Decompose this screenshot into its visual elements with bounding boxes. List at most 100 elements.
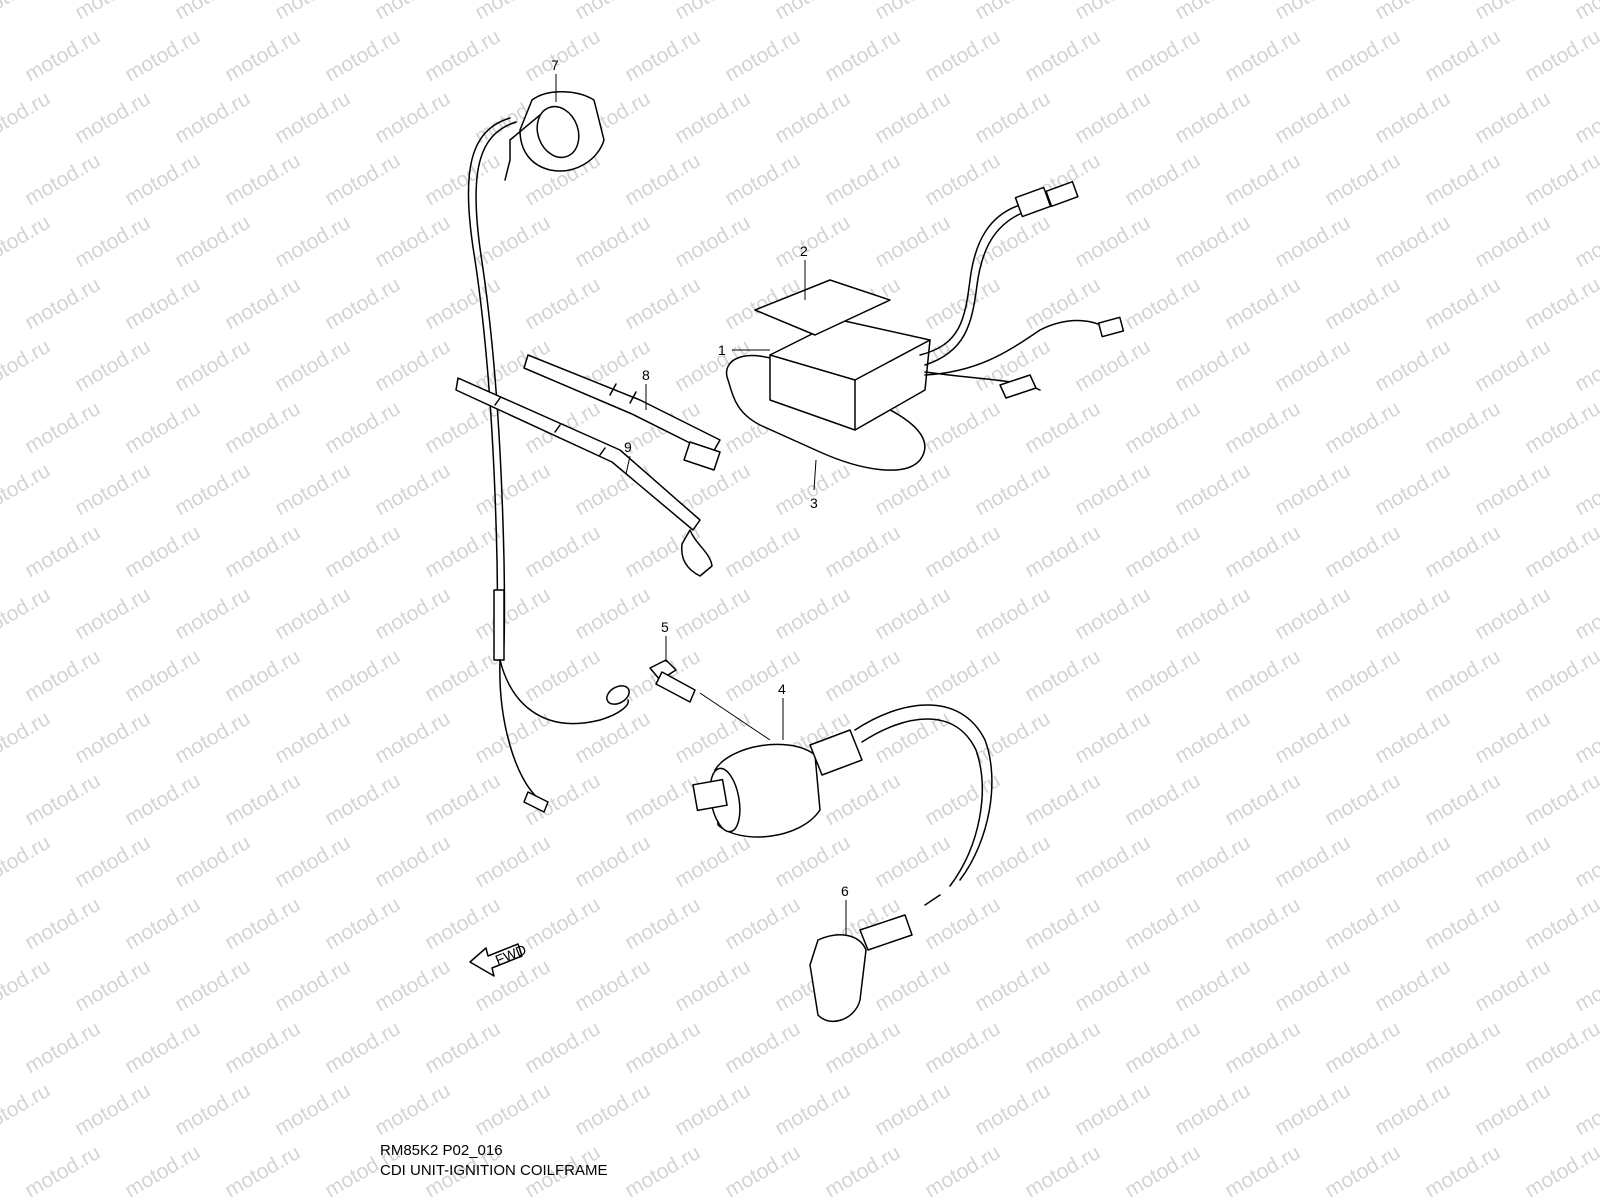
watermark-text: motod.ru	[21, 1017, 104, 1078]
watermark-text: motod.ru	[0, 87, 54, 148]
watermark-text: motod.ru	[121, 893, 204, 954]
part-7-wire-harness	[467, 91, 630, 813]
watermark-text: motod.ru	[1021, 25, 1104, 86]
watermark-text: motod.ru	[0, 707, 54, 768]
watermark-text: motod.ru	[921, 645, 1004, 706]
watermark-text: motod.ru	[1371, 211, 1454, 272]
watermark-text: motod.ru	[371, 87, 454, 148]
watermark-text: motod.ru	[621, 149, 704, 210]
watermark-text: motod.ru	[171, 0, 254, 24]
watermark-text: motod.ru	[1521, 1017, 1600, 1078]
watermark-text: motod.ru	[221, 25, 304, 86]
watermark-text: motod.ru	[1471, 0, 1554, 24]
watermark-text: motod.ru	[971, 831, 1054, 892]
watermark-text: motod.ru	[1071, 583, 1154, 644]
watermark-text: motod.ru	[1071, 707, 1154, 768]
watermark-text: motod.ru	[1421, 25, 1504, 86]
watermark-text: motod.ru	[1121, 397, 1204, 458]
watermark-text: motod.ru	[821, 1141, 904, 1200]
callout-1: 1	[718, 342, 726, 358]
watermark-text: motod.ru	[371, 211, 454, 272]
watermark-text: motod.ru	[771, 459, 854, 520]
watermark-text: motod.ru	[721, 645, 804, 706]
watermark-text: motod.ru	[671, 583, 754, 644]
watermark-text: motod.ru	[1171, 955, 1254, 1016]
watermark-text: motod.ru	[0, 211, 54, 272]
watermark-text: motod.ru	[1321, 893, 1404, 954]
watermark-text: motod.ru	[71, 1079, 154, 1140]
watermark-text: motod.ru	[1421, 273, 1504, 334]
watermark-text: motod.ru	[21, 25, 104, 86]
watermark-text: motod.ru	[871, 87, 954, 148]
watermark-text: motod.ru	[1071, 335, 1154, 396]
watermark-text: motod.ru	[1471, 211, 1554, 272]
watermark-text: motod.ru	[521, 25, 604, 86]
watermark-text: motod.ru	[71, 211, 154, 272]
watermark-text: motod.ru	[0, 0, 54, 24]
watermark-text: motod.ru	[371, 707, 454, 768]
watermark-text: motod.ru	[571, 707, 654, 768]
watermark-text: motod.ru	[0, 831, 54, 892]
watermark-text: motod.ru	[121, 273, 204, 334]
watermark-text: motod.ru	[1271, 459, 1354, 520]
watermark-text: motod.ru	[571, 583, 654, 644]
watermark-text: motod.ru	[1321, 1141, 1404, 1200]
watermark-text: motod.ru	[421, 645, 504, 706]
watermark-text: motod.ru	[921, 521, 1004, 582]
watermark-text: motod.ru	[671, 831, 754, 892]
watermark-text: motod.ru	[971, 211, 1054, 272]
watermark-text: motod.ru	[1471, 459, 1554, 520]
watermark-text: motod.ru	[1371, 335, 1454, 396]
watermark-text: motod.ru	[921, 1017, 1004, 1078]
watermark-text: motod.ru	[721, 893, 804, 954]
watermark-text: motod.ru	[1521, 273, 1600, 334]
watermark-text: motod.ru	[821, 25, 904, 86]
watermark-text: motod.ru	[171, 459, 254, 520]
callout-8: 8	[642, 367, 650, 383]
watermark-text: motod.ru	[221, 521, 304, 582]
watermark-text: motod.ru	[571, 0, 654, 24]
watermark-text: motod.ru	[521, 893, 604, 954]
watermark-text: motod.ru	[1421, 149, 1504, 210]
watermark-text: motod.ru	[1271, 831, 1354, 892]
watermark-text: motod.ru	[1321, 769, 1404, 830]
watermark-text: motod.ru	[171, 583, 254, 644]
callout-9: 9	[624, 439, 632, 455]
watermark-text: motod.ru	[371, 583, 454, 644]
watermark-text: motod.ru	[921, 397, 1004, 458]
diagram-title: CDI UNIT-IGNITION COILFRAME	[380, 1162, 608, 1179]
watermark-text: motod.ru	[721, 149, 804, 210]
watermark-text: motod.ru	[1421, 769, 1504, 830]
watermark-text: motod.ru	[971, 955, 1054, 1016]
watermark-text: motod.ru	[321, 645, 404, 706]
watermark-text: motod.ru	[1571, 583, 1600, 644]
watermark-text: motod.ru	[21, 769, 104, 830]
watermark-text: motod.ru	[1371, 583, 1454, 644]
watermark-text: motod.ru	[1121, 149, 1204, 210]
watermark-text: motod.ru	[121, 521, 204, 582]
watermark-text: motod.ru	[171, 707, 254, 768]
watermark-text: motod.ru	[1171, 707, 1254, 768]
watermark-text: motod.ru	[521, 645, 604, 706]
watermark-text: motod.ru	[1171, 1079, 1254, 1140]
watermark-text: motod.ru	[921, 149, 1004, 210]
watermark-text: motod.ru	[571, 955, 654, 1016]
watermark-text: motod.ru	[1521, 769, 1600, 830]
watermark-text: motod.ru	[1021, 1017, 1104, 1078]
watermark-text: motod.ru	[321, 521, 404, 582]
watermark-text: motod.ru	[721, 1141, 804, 1200]
watermark-text: motod.ru	[1471, 335, 1554, 396]
watermark-text: motod.ru	[1321, 25, 1404, 86]
watermark-text: motod.ru	[1271, 707, 1354, 768]
watermark-text: motod.ru	[1571, 1079, 1600, 1140]
fwd-arrow-label: FWD	[493, 941, 529, 968]
watermark-text: motod.ru	[471, 1079, 554, 1140]
part-4-ignition-coil	[692, 704, 993, 887]
watermark-text: motod.ru	[221, 1017, 304, 1078]
watermark-text: motod.ru	[221, 645, 304, 706]
watermark-text: motod.ru	[921, 273, 1004, 334]
watermark-text: motod.ru	[1121, 1141, 1204, 1200]
watermark-text: motod.ru	[771, 0, 854, 24]
watermark-text: motod.ru	[621, 1017, 704, 1078]
watermark-text: motod.ru	[821, 769, 904, 830]
